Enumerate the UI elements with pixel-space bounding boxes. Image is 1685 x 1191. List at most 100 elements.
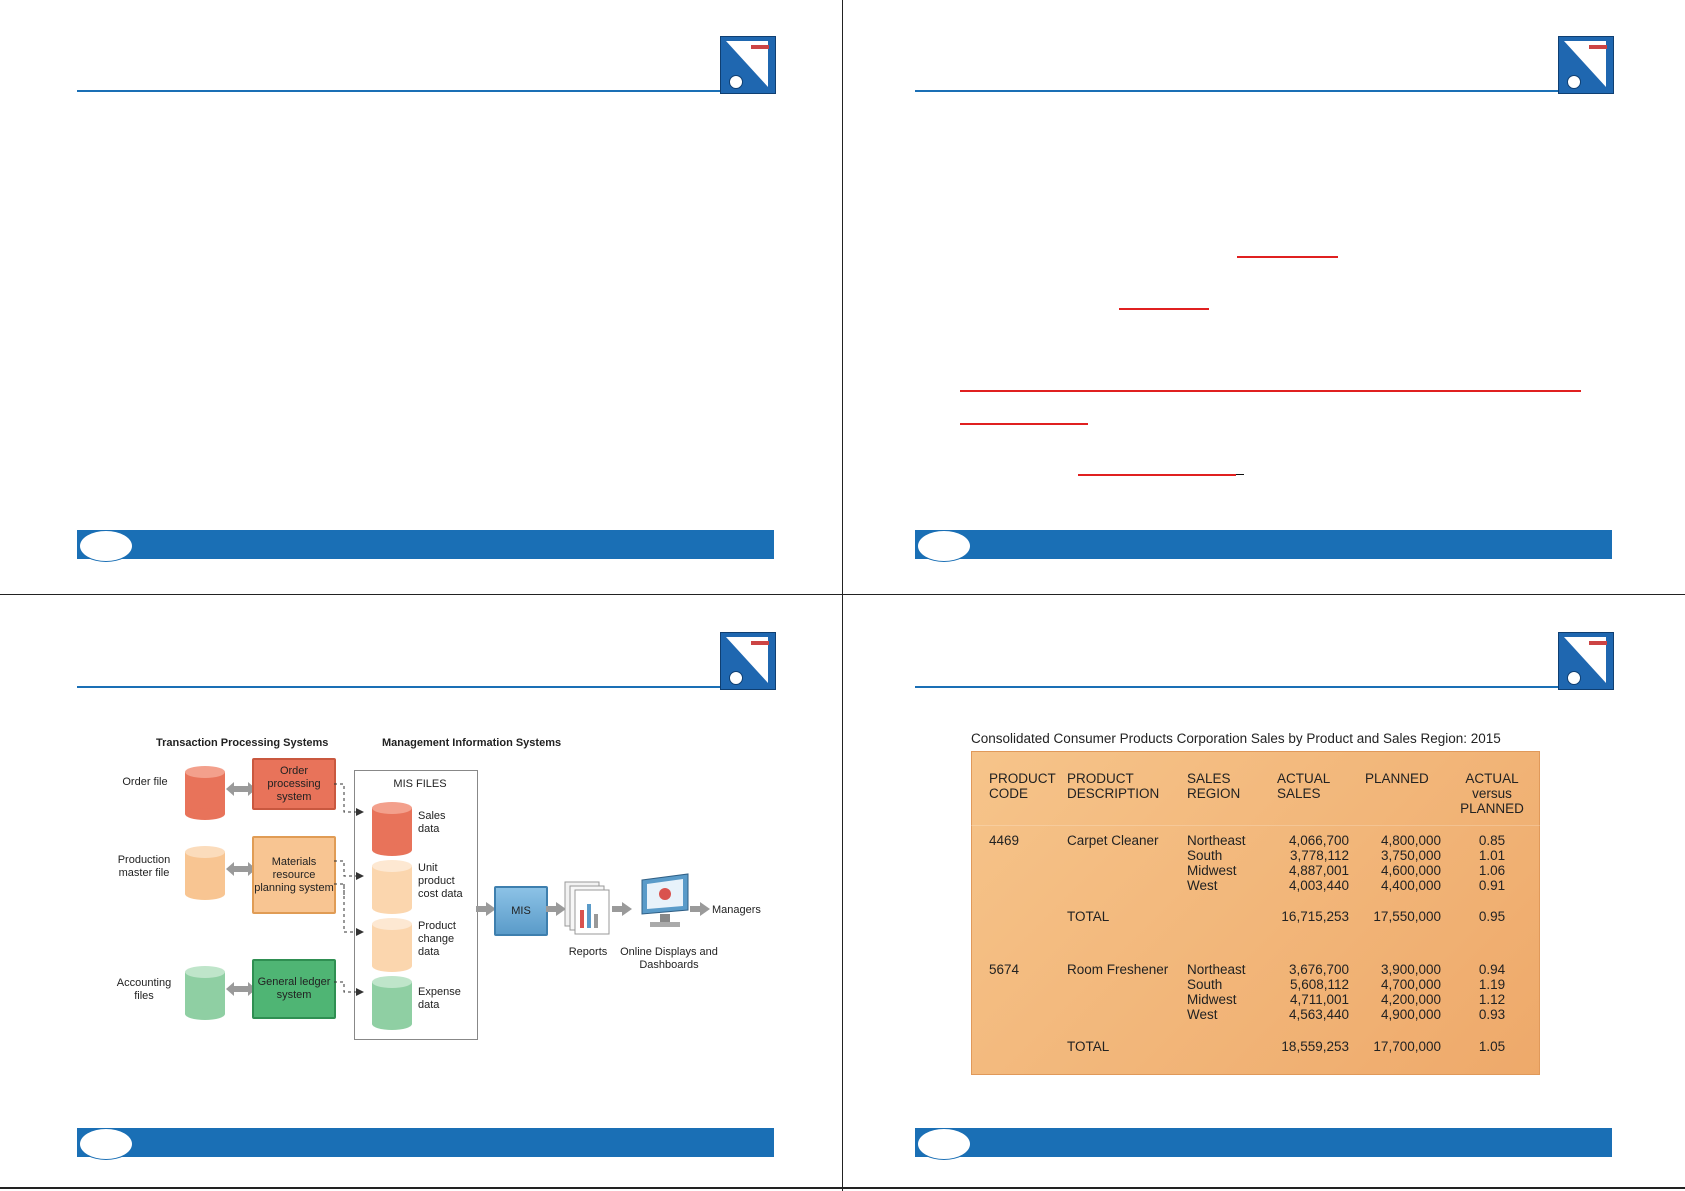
general-ledger-system-box: General ledger system [252, 959, 336, 1019]
accounting-file-cylinder-icon [185, 966, 225, 1020]
book-logo-icon [1558, 36, 1614, 94]
order-processing-system-box: Order processing system [252, 758, 336, 810]
region-cell: Midwest [1187, 992, 1237, 1007]
total-ratio: 0.95 [1478, 909, 1506, 924]
blank-line-4 [960, 423, 1088, 425]
double-arrow-icon [226, 982, 256, 996]
slide-number-oval [917, 1128, 971, 1160]
slide-2 [838, 0, 1680, 594]
total-planned: 17,700,000 [1373, 1039, 1441, 1054]
accounting-files-label: Accounting files [116, 977, 172, 1002]
page-bottom-border [0, 1187, 1685, 1189]
header-rule [915, 686, 1612, 688]
ratio-cell: 0.93 [1478, 1007, 1506, 1022]
book-logo-icon [720, 632, 776, 690]
mis-box: MIS [494, 886, 548, 936]
sales-data-label: Sales data [418, 810, 446, 835]
actual-cell: 3,778,112 [1289, 848, 1349, 863]
reports-label: Reports [568, 946, 608, 958]
planned-cell: 3,900,000 [1380, 962, 1441, 977]
product-code: 5674 [989, 962, 1020, 977]
planned-cell: 4,600,000 [1380, 863, 1441, 878]
unit-cost-cylinder-icon [372, 860, 412, 914]
blank-line-3 [960, 390, 1581, 392]
materials-resource-planning-box: Materials resource planning system [252, 836, 336, 914]
actual-cell: 3,676,700 [1288, 962, 1349, 977]
slide-number-oval [79, 1128, 133, 1160]
region-cell: South [1187, 848, 1223, 863]
slide-1 [0, 0, 842, 594]
book-logo-icon [720, 36, 776, 94]
ratio-cell: 1.19 [1478, 977, 1506, 992]
planned-cell: 4,200,000 [1380, 992, 1441, 1007]
header-planned: PLANNED [1365, 771, 1429, 786]
monitor-icon [641, 873, 689, 927]
total-actual: 16,715,253 [1281, 909, 1349, 924]
actual-cell: 4,003,440 [1288, 878, 1349, 893]
double-arrow-icon [226, 782, 256, 796]
actual-cell: 5,608,112 [1289, 977, 1349, 992]
planned-cell: 4,900,000 [1380, 1007, 1441, 1022]
order-file-label: Order file [122, 776, 168, 788]
footer-bar [915, 1128, 1612, 1157]
header-rule [915, 90, 1612, 92]
actual-cell: 4,887,001 [1288, 863, 1349, 878]
header-product-description: PRODUCT DESCRIPTION [1067, 771, 1160, 801]
ratio-cell: 1.12 [1478, 992, 1506, 1007]
arrow-right-icon [476, 902, 496, 916]
footer-bar [77, 530, 774, 559]
slide-3: Transaction Processing Systems Managemen… [0, 596, 842, 1190]
mis-heading: Management Information Systems [382, 737, 562, 749]
book-logo-icon [1558, 632, 1614, 690]
expense-data-label: Expense data [418, 986, 461, 1011]
slide-number-oval [79, 530, 133, 562]
total-ratio: 1.05 [1478, 1039, 1506, 1054]
actual-cell: 4,563,440 [1288, 1007, 1349, 1022]
production-file-cylinder-icon [185, 846, 225, 900]
page-divider-horizontal [0, 594, 1685, 595]
double-arrow-icon [226, 862, 256, 876]
planned-cell: 4,400,000 [1380, 878, 1441, 893]
actual-cell: 4,711,001 [1289, 992, 1349, 1007]
slide-4 [838, 596, 1680, 1190]
header-actual-sales: ACTUAL SALES [1277, 771, 1330, 801]
region-cell: Northeast [1187, 962, 1246, 977]
reports-icon [564, 881, 610, 935]
header-rule [77, 686, 774, 688]
planned-cell: 3,750,000 [1380, 848, 1441, 863]
total-planned: 17,550,000 [1373, 909, 1441, 924]
ratio-cell: 1.01 [1478, 848, 1506, 863]
product-description: Carpet Cleaner [1067, 833, 1159, 848]
total-label: TOTAL [1067, 1039, 1110, 1054]
actual-cell: 4,066,700 [1288, 833, 1349, 848]
online-displays-label: Online Displays and Dashboards [620, 946, 718, 971]
slide-number-oval [917, 530, 971, 562]
arrow-right-icon [546, 902, 566, 916]
header-rule [77, 90, 774, 92]
production-master-file-label: Production master file [117, 854, 171, 879]
ratio-cell: 0.94 [1478, 962, 1506, 977]
blank-line-1 [1237, 256, 1338, 258]
unit-product-cost-label: Unit product cost data [418, 862, 463, 900]
blank-line-5-tail [1236, 474, 1244, 475]
product-change-label: Product change data [418, 920, 456, 958]
tps-heading: Transaction Processing Systems [156, 737, 329, 749]
footer-bar [915, 530, 1612, 559]
total-actual: 18,559,253 [1281, 1039, 1349, 1054]
blank-line-5 [1078, 474, 1236, 476]
header-product-code: PRODUCT CODE [989, 771, 1056, 801]
product-change-cylinder-icon [372, 918, 412, 972]
region-cell: West [1187, 878, 1218, 893]
table-title: Consolidated Consumer Products Corporati… [971, 731, 1501, 746]
header-sales-region: SALES REGION [1187, 771, 1241, 801]
footer-bar [77, 1128, 774, 1157]
expense-data-cylinder-icon [372, 976, 412, 1030]
page-divider-vertical [842, 0, 843, 1191]
region-cell: Midwest [1187, 863, 1237, 878]
header-actual-versus-planned: ACTUAL versus PLANNED [1460, 771, 1524, 816]
blank-line-2 [1119, 308, 1209, 310]
planned-cell: 4,800,000 [1380, 833, 1441, 848]
sales-data-cylinder-icon [372, 802, 412, 856]
mis-files-label: MIS FILES [393, 778, 447, 790]
total-label: TOTAL [1067, 909, 1110, 924]
